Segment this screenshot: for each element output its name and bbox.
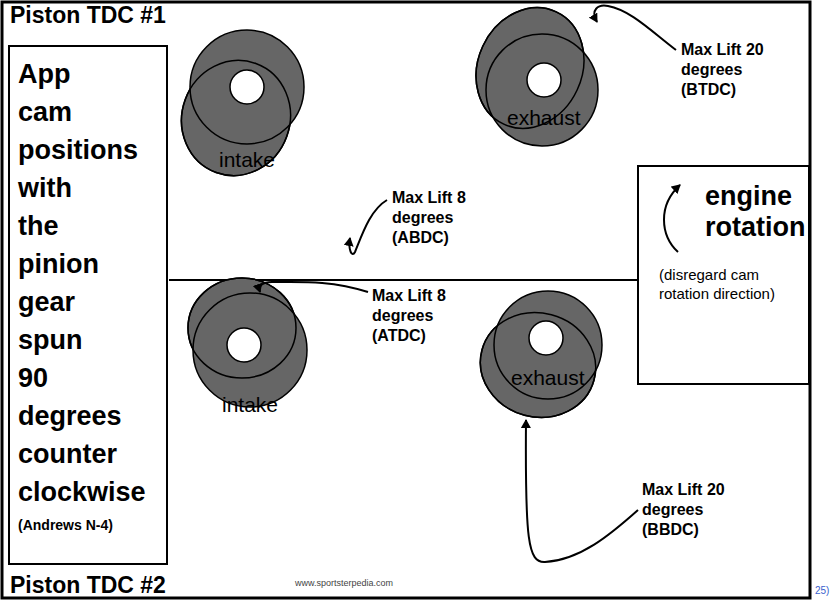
leader-arrow	[260, 282, 369, 292]
intake-cam	[165, 30, 306, 191]
cam-label: intake	[219, 148, 275, 172]
section-title: Piston TDC #2	[10, 572, 166, 599]
exhaust-cam	[457, 0, 604, 146]
node-text: intake	[222, 393, 278, 417]
node-text: exhaust	[507, 106, 581, 130]
outer-border	[2, 2, 810, 598]
callout-text: Max Lift 20 degrees (BTDC)	[681, 40, 791, 100]
leader-arrow	[594, 6, 676, 50]
cam-label: intake	[222, 393, 278, 417]
node-note: (Andrews N-4)	[10, 511, 166, 533]
node-text: intake	[219, 148, 275, 172]
node-note: (disregard cam rotation direction)	[639, 243, 808, 303]
watermark: www.sportsterpedia.com	[295, 578, 393, 588]
callout-text: Max Lift 8 degrees (ABDC)	[392, 188, 482, 248]
callout-text: Max Lift 20 degrees (BBDC)	[642, 480, 752, 540]
callout-text: Max Lift 8 degrees (ATDC)	[372, 286, 462, 346]
node-text: exhaust	[511, 366, 585, 390]
leader-arrow	[526, 420, 638, 562]
exhaust-cam	[469, 291, 608, 430]
node-text: App cam positions with the pinion gear s…	[10, 47, 166, 511]
cam-label: exhaust	[507, 106, 581, 130]
footnote-number: 25)	[815, 585, 829, 596]
node-text: engine rotation	[639, 167, 808, 243]
note-box: App cam positions with the pinion gear s…	[8, 45, 168, 565]
cam-label: exhaust	[511, 366, 585, 390]
note-box: engine rotation(disregard cam rotation d…	[637, 165, 810, 385]
intake-cam	[188, 278, 307, 407]
section-title: Piston TDC #1	[10, 2, 166, 29]
leader-arrow	[349, 200, 387, 254]
rotation-arrow	[664, 185, 680, 252]
